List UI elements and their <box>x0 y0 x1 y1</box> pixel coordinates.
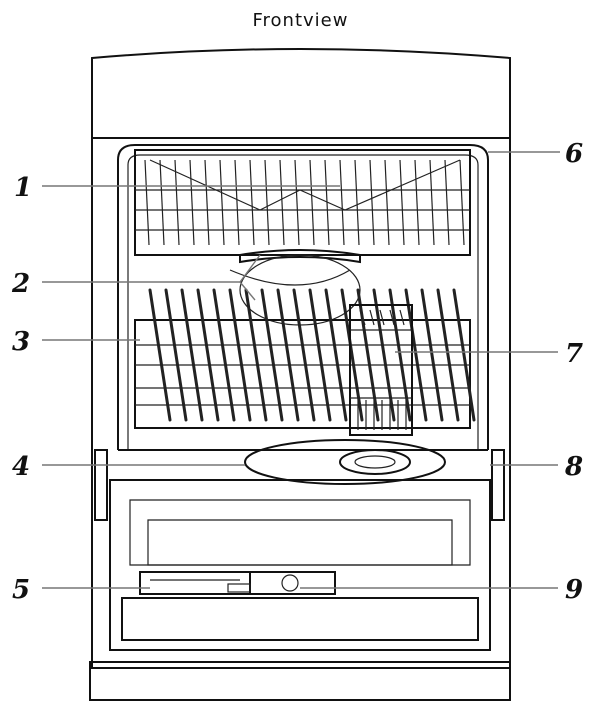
lower-basket-tine <box>308 288 332 422</box>
right-hinge <box>491 449 505 521</box>
upper-basket-tine <box>249 159 255 246</box>
cutlery-basket <box>349 304 413 436</box>
upper-basket-tine <box>264 159 270 246</box>
callout-6: 6 <box>565 139 583 169</box>
upper-basket-tine <box>444 159 450 246</box>
callout-9: 9 <box>565 575 583 605</box>
upper-basket-tine <box>234 159 240 246</box>
upper-basket-tine <box>279 159 285 246</box>
lower-basket-tine <box>324 288 348 422</box>
lower-basket-tine <box>196 288 220 422</box>
lower-basket-tine <box>388 288 412 422</box>
lower-basket-tine <box>244 288 268 422</box>
lower-basket <box>134 288 476 429</box>
callout-4: 4 <box>12 452 30 482</box>
lower-basket-tine <box>292 288 316 422</box>
upper-basket-tine <box>354 159 360 246</box>
lower-basket-tine <box>180 288 204 422</box>
leader-2 <box>42 254 261 301</box>
callout-5: 5 <box>12 575 30 605</box>
lower-basket-tine <box>276 288 300 422</box>
lower-basket-tine <box>340 288 364 422</box>
cabinet-frame <box>91 137 511 669</box>
lower-basket-tine <box>420 288 444 422</box>
upper-basket <box>134 149 471 256</box>
upper-basket-tine <box>459 159 465 246</box>
lower-basket-tine <box>260 288 284 422</box>
upper-basket-tine <box>339 159 345 246</box>
callout-3: 3 <box>12 327 30 357</box>
lower-basket-tine <box>212 288 236 422</box>
upper-basket-tine <box>144 159 150 246</box>
lower-basket-tine <box>436 288 460 422</box>
lower-basket-tine <box>452 288 476 422</box>
callout-7: 7 <box>565 339 583 369</box>
upper-spray-arm <box>239 249 361 264</box>
upper-basket-tine <box>399 159 405 246</box>
diagram-title: Frontview <box>252 10 349 31</box>
upper-basket-tine <box>384 159 390 246</box>
upper-basket-tine <box>204 159 210 246</box>
upper-basket-tine <box>369 159 375 246</box>
upper-basket-tine <box>294 159 300 246</box>
filter <box>339 449 411 475</box>
upper-basket-tine <box>219 159 225 246</box>
upper-basket-tine <box>159 159 165 246</box>
upper-basket-tine <box>189 159 195 246</box>
lower-basket-tine <box>356 288 380 422</box>
door <box>109 479 491 651</box>
lower-spray-arm <box>244 439 446 485</box>
upper-basket-tine <box>174 159 180 246</box>
top-panel <box>91 48 511 139</box>
callout-1: 1 <box>14 173 32 203</box>
left-hinge <box>94 449 108 521</box>
lower-basket-tine <box>404 288 428 422</box>
lower-basket-tine <box>228 288 252 422</box>
upper-basket-tine <box>309 159 315 246</box>
detergent-dispenser <box>139 571 336 595</box>
callout-2: 2 <box>11 269 30 299</box>
lower-basket-tine <box>164 288 188 422</box>
upper-basket-tine <box>414 159 420 246</box>
lower-basket-tine <box>148 288 172 422</box>
tub-outline <box>117 144 489 450</box>
upper-basket-tine <box>429 159 435 246</box>
callout-8: 8 <box>564 452 583 482</box>
lower-basket-tine <box>372 288 396 422</box>
base-plinth <box>89 661 511 701</box>
